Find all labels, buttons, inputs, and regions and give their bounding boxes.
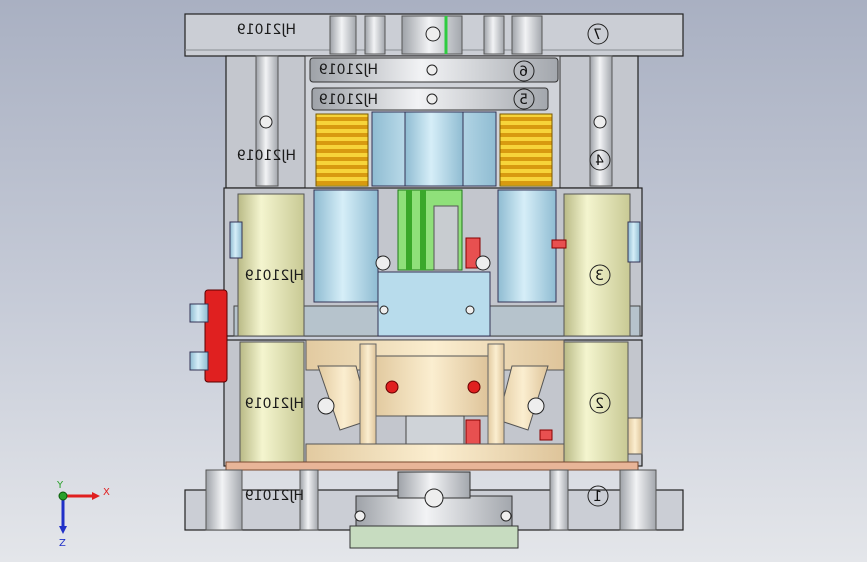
left-spring <box>315 113 369 187</box>
svg-text:2: 2 <box>595 396 604 412</box>
plate-number-6[interactable]: 6 <box>513 60 535 82</box>
svg-text:7: 7 <box>593 27 602 43</box>
part-code-label-1: HJ21019 <box>245 488 304 504</box>
part-code-label-2: HJ21019 <box>245 396 304 412</box>
plate-number-2[interactable]: 2 <box>589 392 611 414</box>
screw-icon <box>425 26 441 42</box>
svg-text:5: 5 <box>519 92 528 108</box>
locating-ring <box>349 525 519 549</box>
svg-text:1: 1 <box>593 489 602 505</box>
sprue-icon <box>424 488 444 508</box>
plate-number-7[interactable]: 7 <box>587 23 609 45</box>
part-code-label-7: HJ21019 <box>237 22 296 38</box>
stop-pin-icon <box>467 380 481 394</box>
plate-number-3[interactable]: 3 <box>589 264 611 286</box>
part-code-label-4: HJ21019 <box>237 148 296 164</box>
right-spring <box>499 113 553 187</box>
plate-number-1[interactable]: 1 <box>587 485 609 507</box>
plate-number-4[interactable]: 4 <box>589 149 611 171</box>
svg-text:4: 4 <box>595 153 604 169</box>
stop-pin-icon <box>385 380 399 394</box>
axis-z-label: Z <box>59 538 66 549</box>
axis-y-label: Y <box>56 480 64 491</box>
part-code-label-5: HJ21019 <box>319 92 378 108</box>
coordinate-triad: X Y Z <box>56 480 110 549</box>
cavity-insert-block <box>377 271 491 337</box>
svg-text:3: 3 <box>595 268 604 284</box>
left-guide-pillar <box>237 193 305 337</box>
side-handle[interactable] <box>204 289 228 383</box>
plate-number-5[interactable]: 5 <box>513 88 535 110</box>
part-code-label-6: HJ21019 <box>319 62 378 78</box>
axis-x-label: X <box>103 487 110 498</box>
svg-text:6: 6 <box>519 64 528 80</box>
part-code-label-3: HJ21019 <box>245 268 304 284</box>
